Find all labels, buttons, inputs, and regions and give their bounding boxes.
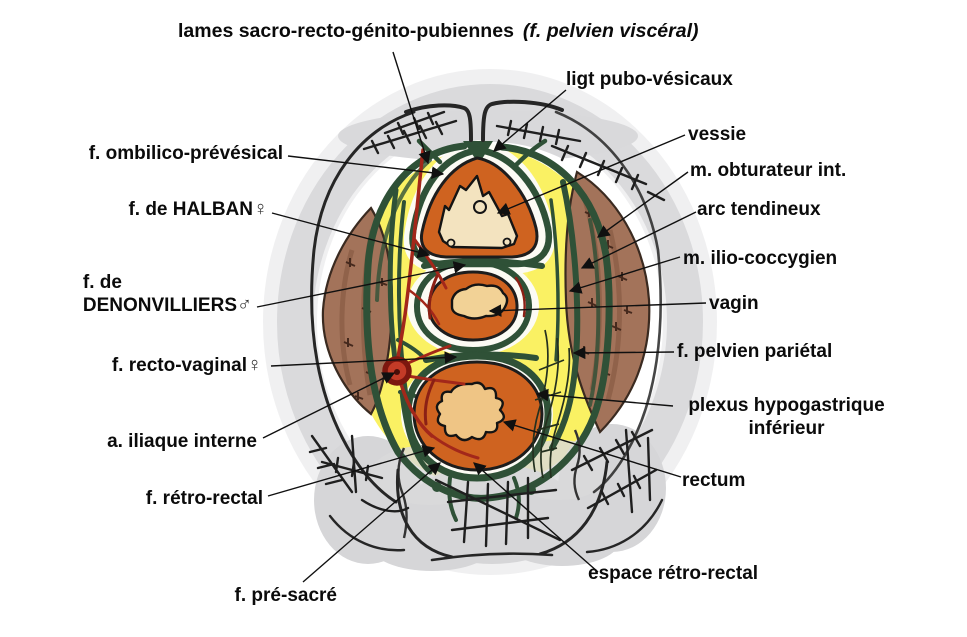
hatch-marks	[308, 110, 666, 548]
label-plexus-hypogastrique: plexus hypogastrique inférieur	[688, 395, 885, 439]
label-vessie: vessie	[688, 124, 747, 145]
leader-retro-rectal	[267, 445, 436, 497]
title-sub: (f. pelvien viscéral)	[522, 20, 699, 42]
leader-vagin	[488, 302, 707, 317]
diagram-title: lames sacro-recto-génito-pubiennes (f. pe…	[178, 20, 699, 43]
female-symbol: ♀	[253, 198, 268, 220]
label-rectum: rectum	[682, 470, 746, 491]
leader-obturateur	[596, 171, 689, 238]
label-arc-tendineux: arc tendineux	[697, 199, 821, 220]
label-halban: f. de HALBAN♀	[128, 198, 268, 220]
bladder-shape	[419, 156, 539, 259]
leader-recto-vaginal	[270, 351, 458, 367]
male-symbol: ♂	[237, 294, 252, 316]
leader-ilio-coccygien	[568, 256, 681, 294]
label-recto-vaginal: f. recto-vaginal♀	[111, 354, 262, 376]
leader-ligt-pubo-vesicaux	[493, 89, 567, 152]
leader-espace-retro-rectal	[473, 462, 599, 573]
label-ombilico-prevesical: f. ombilico-prévésical	[88, 143, 283, 164]
label-obturateur-int: m. obturateur int.	[690, 160, 847, 181]
leader-lames	[392, 51, 431, 165]
rectum-shape	[412, 360, 544, 472]
female-symbol: ♀	[247, 354, 262, 376]
label-iliaque-interne: a. iliaque interne	[107, 431, 257, 452]
title-main: lames sacro-recto-génito-pubiennes	[178, 20, 514, 42]
organ-shapes	[412, 156, 544, 472]
leader-halban	[271, 212, 431, 259]
leader-arc-tendineux	[580, 211, 697, 269]
leader-rectum	[502, 419, 682, 478]
label-vagin: vagin	[709, 293, 759, 314]
leader-denonvilliers	[256, 261, 467, 308]
leader-pelvien-parietal	[572, 346, 675, 360]
leader-vessie	[496, 134, 686, 215]
label-ilio-coccygien: m. ilio-coccygien	[683, 248, 838, 269]
vagina-shape	[427, 270, 519, 342]
leader-lines	[256, 51, 707, 583]
label-pelvien-parietal: f. pelvien pariétal	[677, 341, 833, 362]
leader-ombilico-prevesical	[287, 155, 445, 179]
label-denonvilliers: f. de DENONVILLIERS♂	[82, 272, 252, 316]
label-pre-sacre: f. pré-sacré	[234, 585, 337, 606]
leader-pre-sacre	[302, 462, 441, 583]
label-ligt-pubo-vesicaux: ligt pubo-vésicaux	[566, 69, 733, 90]
label-retro-rectal: f. rétro-rectal	[145, 488, 263, 509]
leader-iliaque-interne	[262, 372, 396, 439]
leader-plexus	[535, 388, 674, 407]
label-espace-retro-rectal: espace rétro-rectal	[588, 563, 759, 584]
